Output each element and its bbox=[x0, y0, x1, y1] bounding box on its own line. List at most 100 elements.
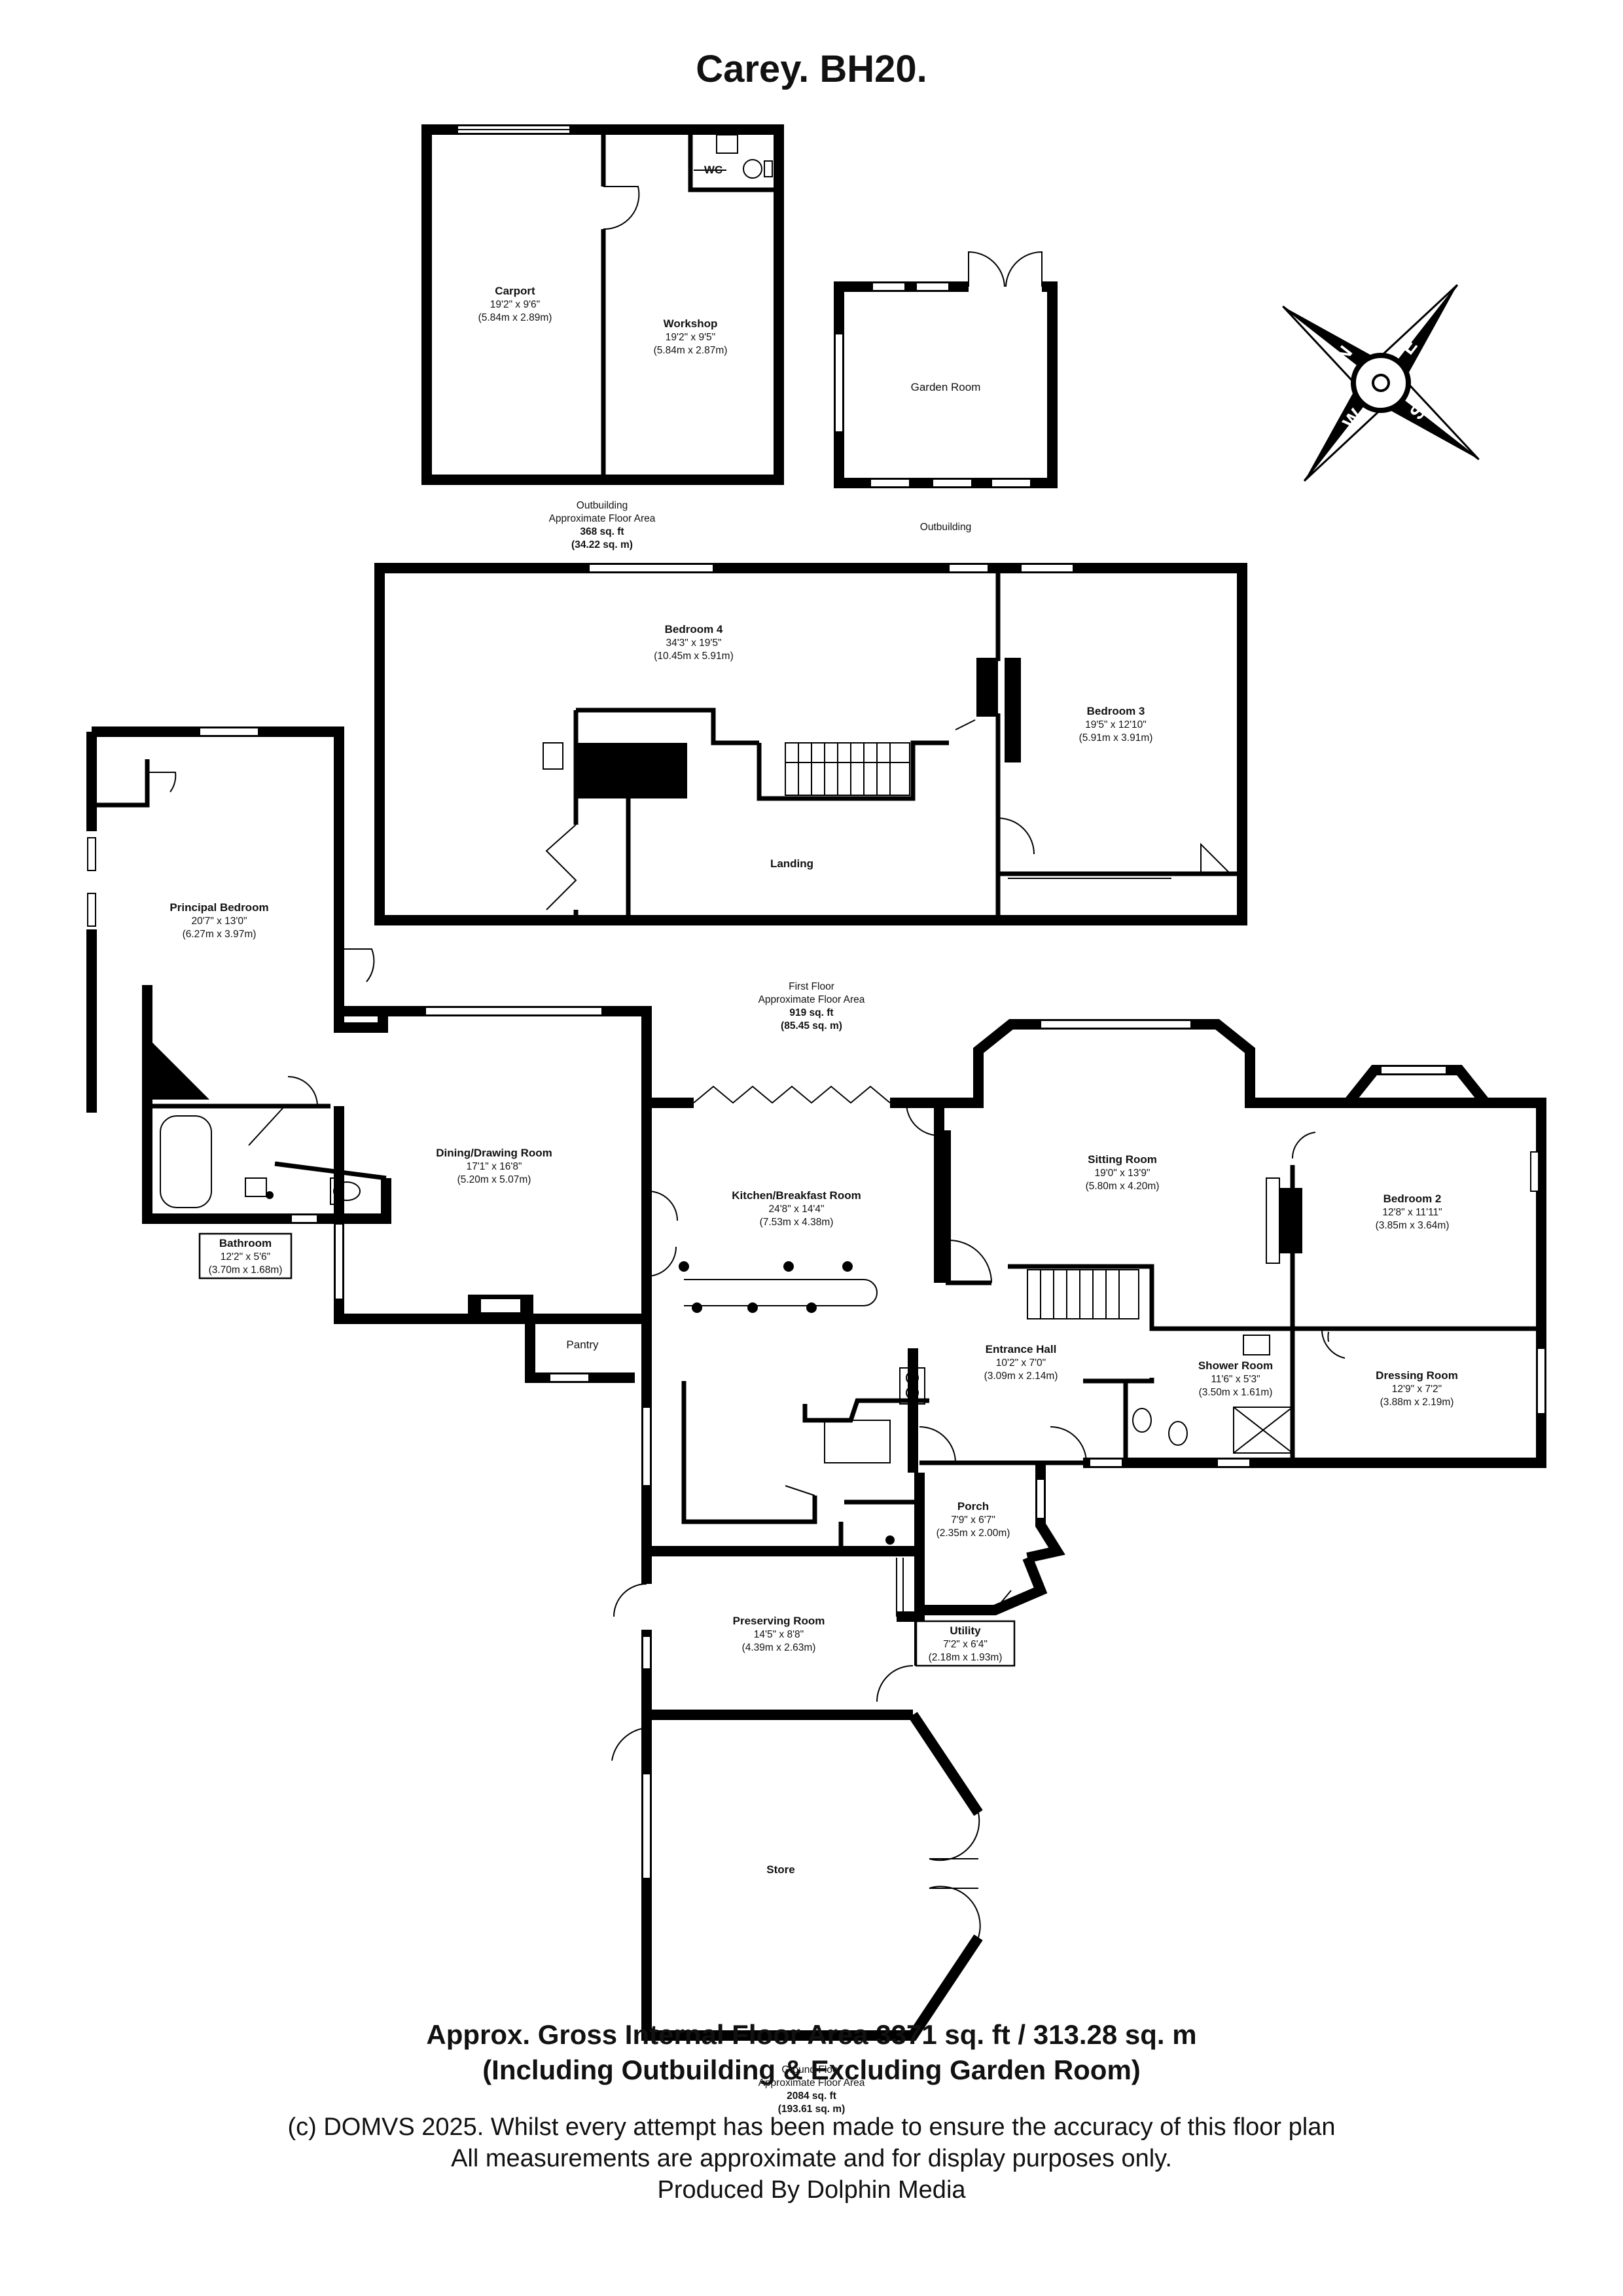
first-floor bbox=[374, 563, 1247, 925]
kitchen-island bbox=[679, 1261, 878, 1313]
workshop-name: Workshop bbox=[664, 317, 718, 330]
pantry-name: Pantry bbox=[566, 1338, 599, 1351]
outbuilding-area-line4: (34.22 sq. m) bbox=[571, 539, 633, 550]
preserving-metric: (4.39m x 2.63m) bbox=[742, 1642, 816, 1653]
bedroom4-name: Bedroom 4 bbox=[665, 623, 723, 636]
bedroom3-imperial: 19'5" x 12'10" bbox=[1085, 719, 1147, 730]
shower-tray-icon bbox=[1233, 1407, 1293, 1454]
hall-staircase bbox=[1027, 1269, 1139, 1319]
label-wc: WC bbox=[704, 164, 722, 176]
sitting-name: Sitting Room bbox=[1088, 1153, 1157, 1166]
ff-area-line4: (85.45 sq. m) bbox=[781, 1020, 842, 1031]
outbuilding-area-line2: Approximate Floor Area bbox=[549, 513, 656, 524]
label-store: Store bbox=[766, 1863, 794, 1876]
shower-name: Shower Room bbox=[1198, 1359, 1273, 1372]
bathroom-metric: (3.70m x 1.68m) bbox=[209, 1265, 283, 1276]
bedroom3-metric: (5.91m x 3.91m) bbox=[1079, 732, 1153, 744]
dressing-imperial: 12'9" x 7'2" bbox=[1392, 1384, 1442, 1395]
wc-basin-icon bbox=[716, 134, 738, 154]
label-shower-room: Shower Room 11'6" x 5'3" (3.50m x 1.61m) bbox=[1198, 1359, 1273, 1398]
label-bedroom-2: Bedroom 2 12'8" x 11'11" (3.85m x 3.64m) bbox=[1376, 1193, 1450, 1231]
carport-imperial: 19'2" x 9'6" bbox=[490, 299, 540, 310]
label-porch: Porch 7'9" x 6'7" (2.35m x 2.00m) bbox=[936, 1500, 1010, 1539]
basin-icon bbox=[245, 1177, 267, 1197]
gf-area-line2: Approximate Floor Area bbox=[758, 2077, 865, 2089]
bedroom4-metric: (10.45m x 5.91m) bbox=[654, 651, 733, 662]
gf-area-line4: (193.61 sq. m) bbox=[778, 2104, 846, 2115]
wc-name: WC bbox=[704, 164, 722, 176]
outbuilding-area-line1: Outbuilding bbox=[577, 500, 628, 511]
staircase bbox=[785, 742, 910, 796]
label-entrance-hall: Entrance Hall 10'2" x 7'0" (3.09m x 2.14… bbox=[984, 1343, 1058, 1382]
footer-line3: Produced By Dolphin Media bbox=[657, 2176, 966, 2204]
label-preserving-room: Preserving Room 14'5" x 8'8" (4.39m x 2.… bbox=[733, 1615, 825, 1653]
shower-basin-icon bbox=[1243, 1335, 1270, 1355]
garden-outbuilding-caption: Outbuilding bbox=[920, 522, 971, 533]
porch-metric: (2.35m x 2.00m) bbox=[936, 1528, 1010, 1539]
preserving-name: Preserving Room bbox=[733, 1615, 825, 1627]
gross-area-line1: Approx. Gross Internal Floor Area 3371 s… bbox=[426, 2019, 1197, 2050]
plan-title: Carey. BH20. bbox=[696, 48, 927, 90]
label-utility: Utility 7'2" x 6'4" (2.18m x 1.93m) bbox=[915, 1620, 1016, 1667]
ground-floor bbox=[86, 726, 1546, 2041]
entrance-name: Entrance Hall bbox=[986, 1343, 1057, 1355]
basin-icon bbox=[543, 742, 563, 770]
label-dressing-room: Dressing Room 12'9" x 7'2" (3.88m x 2.19… bbox=[1376, 1369, 1458, 1408]
label-principal-bedroom: Principal Bedroom 20'7" x 13'0" (6.27m x… bbox=[169, 901, 268, 940]
bedroom2-name: Bedroom 2 bbox=[1383, 1193, 1442, 1205]
principal-metric: (6.27m x 3.97m) bbox=[183, 929, 257, 940]
workshop-metric: (5.84m x 2.87m) bbox=[654, 345, 728, 356]
label-bedroom-4: Bedroom 4 34'3" x 19'5" (10.45m x 5.91m) bbox=[654, 623, 733, 662]
utility-name: Utility bbox=[950, 1624, 981, 1637]
garden-room-name: Garden Room bbox=[911, 381, 981, 393]
dressing-metric: (3.88m x 2.19m) bbox=[1380, 1397, 1454, 1408]
copyright-footer: (c) DOMVS 2025. Whilst every attempt has… bbox=[0, 2111, 1623, 2206]
carport-name: Carport bbox=[495, 285, 535, 297]
porch-name: Porch bbox=[957, 1500, 989, 1513]
preserving-imperial: 14'5" x 8'8" bbox=[754, 1629, 804, 1640]
gf-area-line1: Ground Floor bbox=[781, 2064, 841, 2075]
carport-metric: (5.84m x 2.89m) bbox=[478, 312, 552, 323]
principal-imperial: 20'7" x 13'0" bbox=[191, 916, 247, 927]
bedroom4-imperial: 34'3" x 19'5" bbox=[666, 637, 721, 649]
shower-imperial: 11'6" x 5'3" bbox=[1211, 1374, 1260, 1385]
entrance-metric: (3.09m x 2.14m) bbox=[984, 1371, 1058, 1382]
porch-imperial: 7'9" x 6'7" bbox=[951, 1515, 995, 1526]
dining-name: Dining/Drawing Room bbox=[436, 1147, 552, 1159]
sitting-metric: (5.80m x 4.20m) bbox=[1086, 1181, 1160, 1192]
dining-metric: (5.20m x 5.07m) bbox=[457, 1174, 531, 1185]
workshop-imperial: 19'2" x 9'5" bbox=[666, 332, 715, 343]
footer-line2: All measurements are approximate and for… bbox=[451, 2145, 1172, 2172]
kitchen-name: Kitchen/Breakfast Room bbox=[732, 1189, 861, 1202]
label-dining: Dining/Drawing Room 17'1" x 16'8" (5.20m… bbox=[436, 1147, 552, 1185]
ground-floor-area: Ground Floor Approximate Floor Area 2084… bbox=[758, 2064, 865, 2115]
landing-name: Landing bbox=[770, 857, 813, 870]
label-bathroom: Bathroom 12'2" x 5'6" (3.70m x 1.68m) bbox=[198, 1232, 293, 1280]
bathroom-name: Bathroom bbox=[219, 1237, 272, 1249]
label-kitchen: Kitchen/Breakfast Room 24'8" x 14'4" (7.… bbox=[732, 1189, 861, 1228]
label-workshop: Workshop 19'2" x 9'5" (5.84m x 2.87m) bbox=[654, 317, 728, 356]
gf-area-line3: 2084 sq. ft bbox=[787, 2090, 836, 2102]
outbuilding-carport-workshop bbox=[421, 124, 784, 485]
ff-area-line2: Approximate Floor Area bbox=[758, 994, 865, 1005]
bedroom3-name: Bedroom 3 bbox=[1087, 705, 1145, 717]
wc-toilet-icon bbox=[743, 159, 762, 179]
gross-area-line2: (Including Outbuilding & Excluding Garde… bbox=[482, 2054, 1141, 2085]
bathroom-imperial: 12'2" x 5'6" bbox=[221, 1251, 270, 1263]
shower-toilet-icon bbox=[1132, 1408, 1152, 1433]
utility-imperial: 7'2" x 6'4" bbox=[943, 1639, 988, 1650]
ff-area-line3: 919 sq. ft bbox=[789, 1007, 833, 1018]
principal-name: Principal Bedroom bbox=[169, 901, 268, 914]
kitchen-metric: (7.53m x 4.38m) bbox=[760, 1217, 834, 1228]
ff-area-line1: First Floor bbox=[789, 981, 834, 992]
dressing-name: Dressing Room bbox=[1376, 1369, 1458, 1382]
bedroom2-metric: (3.85m x 3.64m) bbox=[1376, 1220, 1450, 1231]
outbuilding-garden-room bbox=[834, 251, 1058, 488]
sitting-imperial: 19'0" x 13'9" bbox=[1094, 1168, 1150, 1179]
compass-rose-icon: N E S W bbox=[1282, 284, 1480, 482]
store-name: Store bbox=[766, 1863, 794, 1876]
label-garden-room: Garden Room bbox=[911, 381, 981, 393]
outbuilding-area: Outbuilding Approximate Floor Area 368 s… bbox=[549, 500, 972, 550]
gross-area-summary: Approx. Gross Internal Floor Area 3371 s… bbox=[0, 2017, 1623, 2088]
